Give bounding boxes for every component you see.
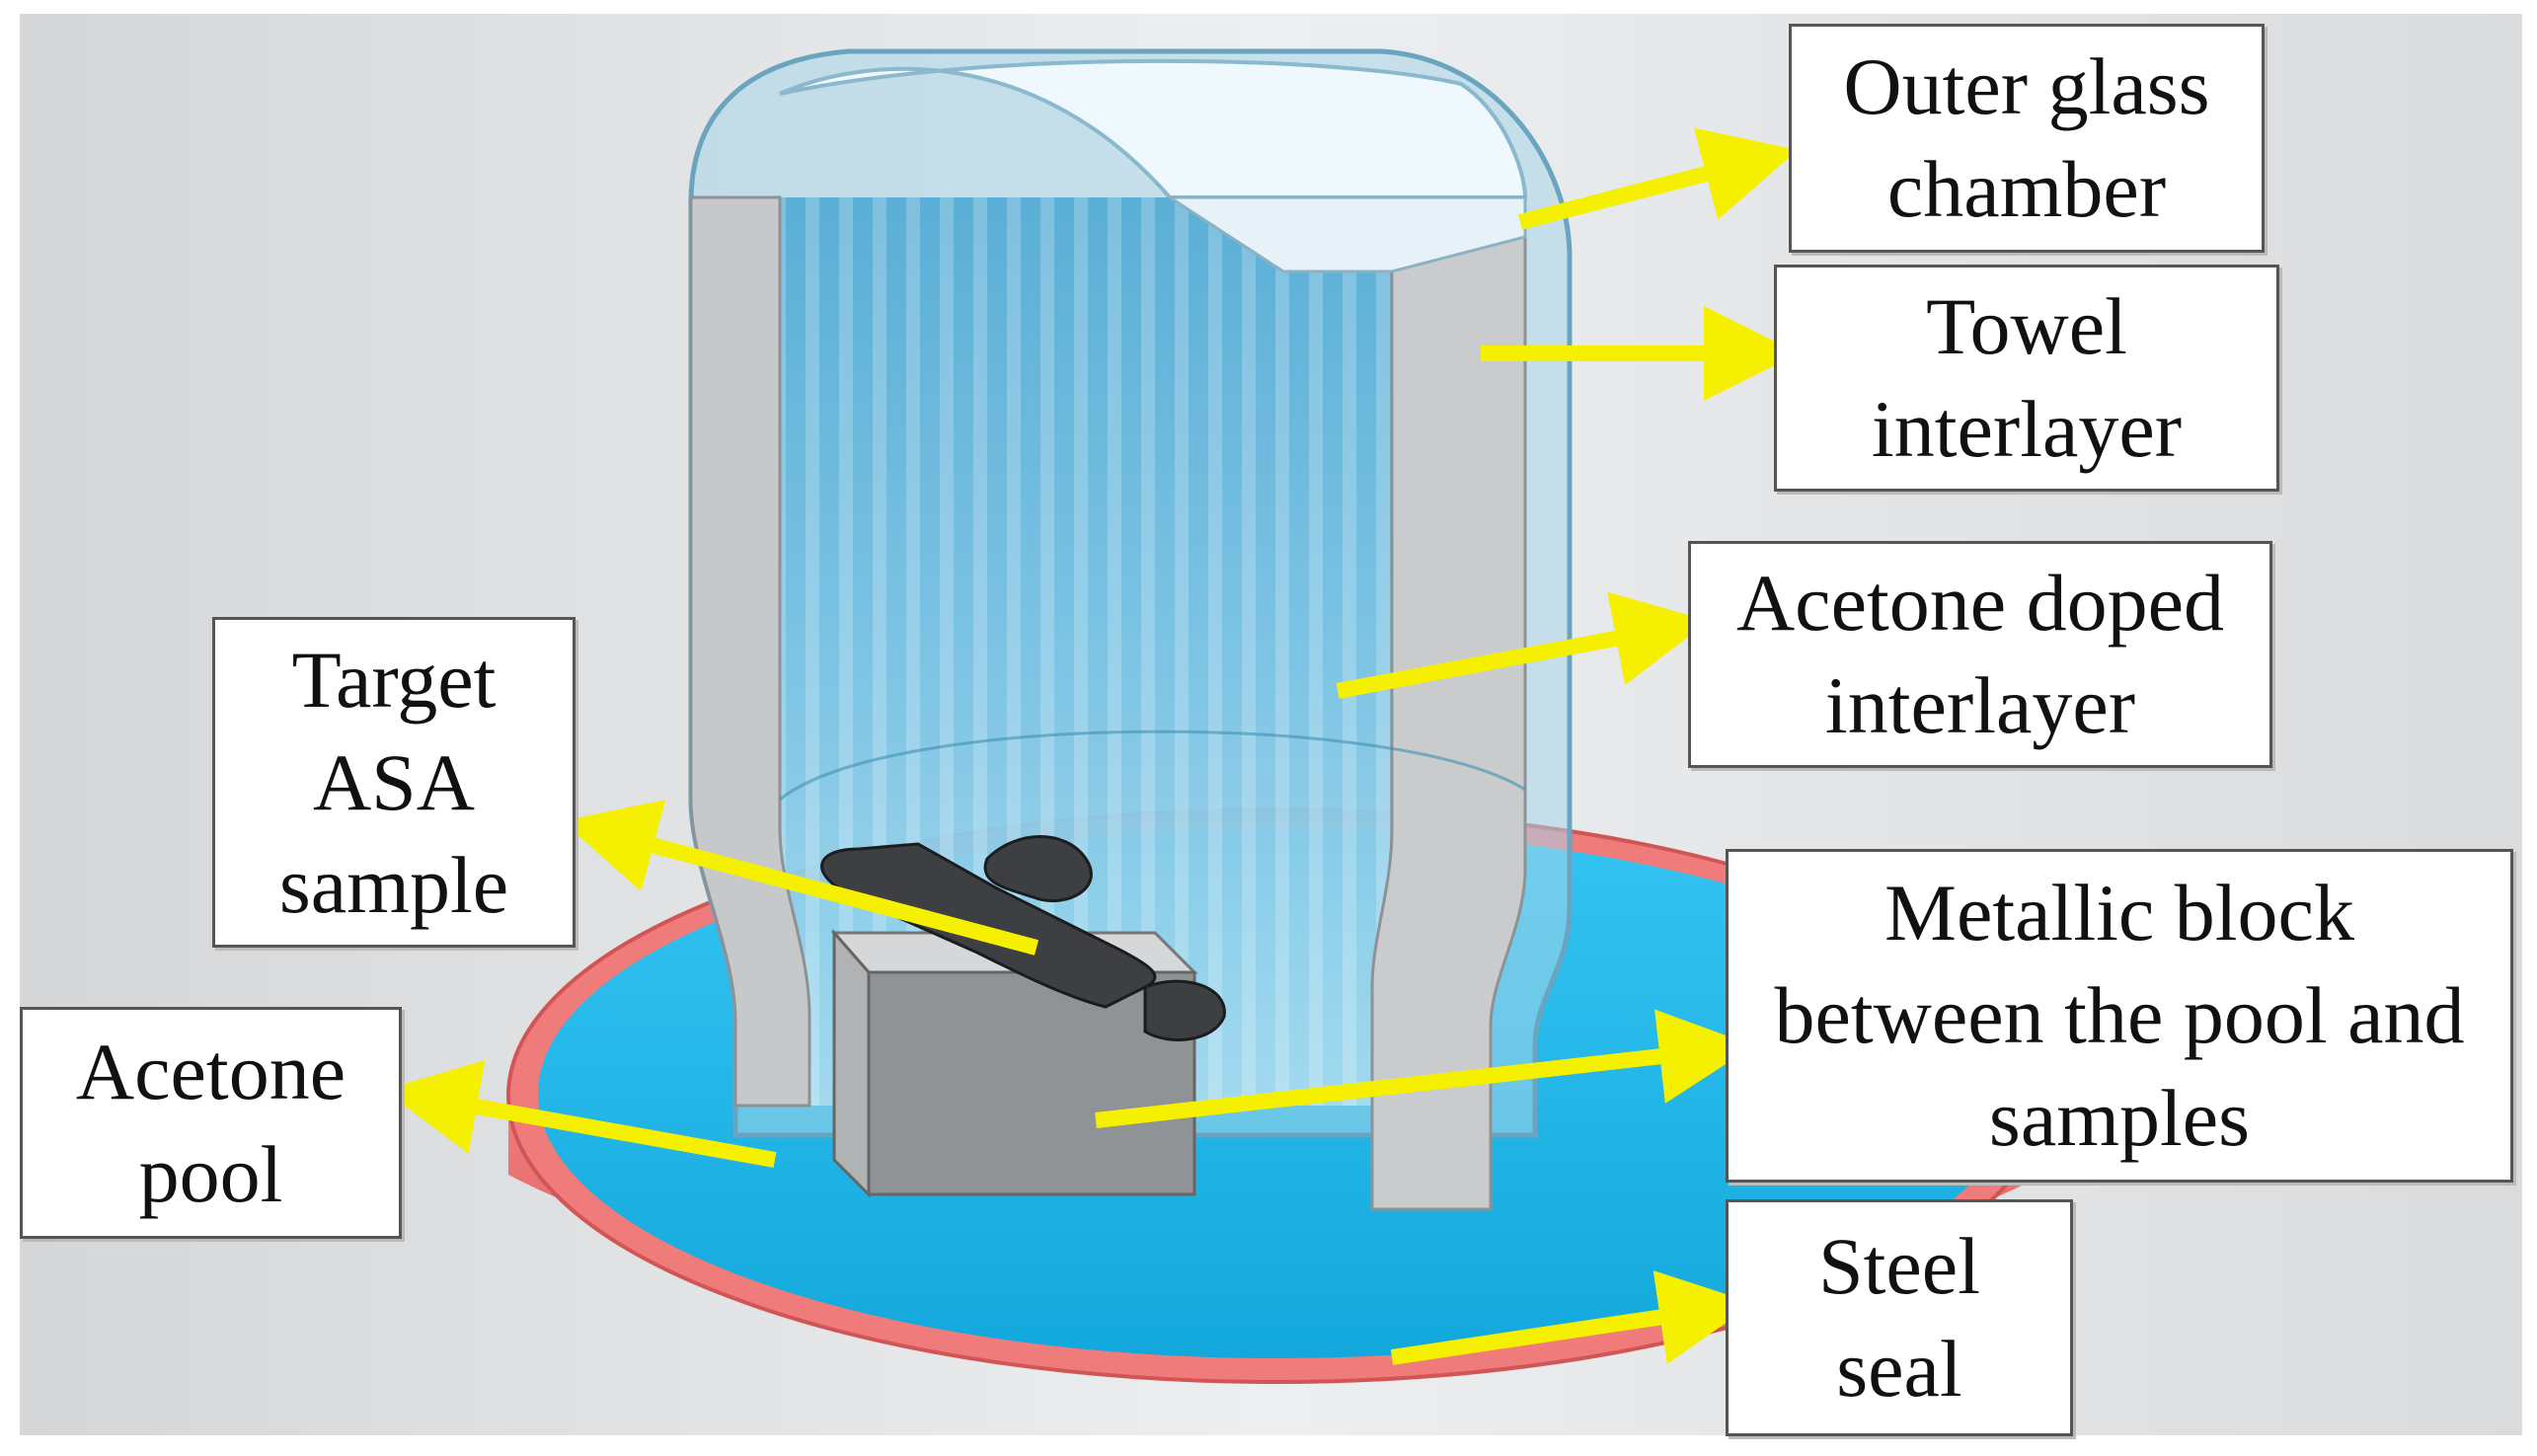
label-target-asa-sample: Target ASA sample [212, 617, 576, 948]
label-target-line3: sample [278, 839, 509, 930]
label-metallic-block: Metallic block between the pool and samp… [1726, 849, 2513, 1183]
label-steel-seal: Steel seal [1726, 1199, 2073, 1436]
label-towel-line1: Towel [1926, 281, 2127, 371]
label-acetone-doped-line1: Acetone doped [1735, 558, 2225, 648]
arrow-steel-seal [1390, 1269, 1754, 1365]
label-target-line2: ASA [312, 736, 476, 827]
glass-cap [779, 58, 1528, 199]
label-steel-seal-line2: seal [1836, 1324, 1962, 1414]
arrow-outer-glass [1517, 127, 1798, 230]
towel-interlayer-top [1164, 195, 1527, 273]
label-outer-glass-chamber: Outer glass chamber [1789, 24, 2265, 253]
label-towel-interlayer: Towel interlayer [1774, 265, 2279, 492]
label-metallic-line2: between the pool and [1774, 970, 2465, 1060]
label-metallic-line3: samples [1988, 1073, 2251, 1163]
label-acetone-pool-line2: pool [138, 1128, 283, 1219]
arrow-metallic-block [1095, 1009, 1754, 1128]
callout-arrows [383, 127, 1799, 1365]
label-acetone-doped-interlayer: Acetone doped interlayer [1688, 541, 2272, 768]
label-metallic-line1: Metallic block [1884, 868, 2354, 958]
arrow-acetone-doped [1336, 591, 1710, 699]
label-outer-glass-line2: chamber [1886, 144, 2167, 234]
arrow-target-asa [562, 800, 1039, 956]
cavity-ring [779, 729, 1526, 802]
label-acetone-pool: Acetone pool [20, 1007, 402, 1239]
label-acetone-pool-line1: Acetone [75, 1026, 346, 1116]
label-towel-line2: interlayer [1871, 384, 2183, 474]
label-outer-glass-line1: Outer glass [1843, 41, 2210, 131]
label-target-line1: Target [291, 634, 497, 725]
target-asa-sample [820, 835, 1226, 1041]
arrow-acetone-pool [383, 1059, 777, 1168]
label-acetone-doped-line2: interlayer [1824, 660, 2136, 750]
label-steel-seal-line1: Steel [1818, 1221, 1980, 1311]
